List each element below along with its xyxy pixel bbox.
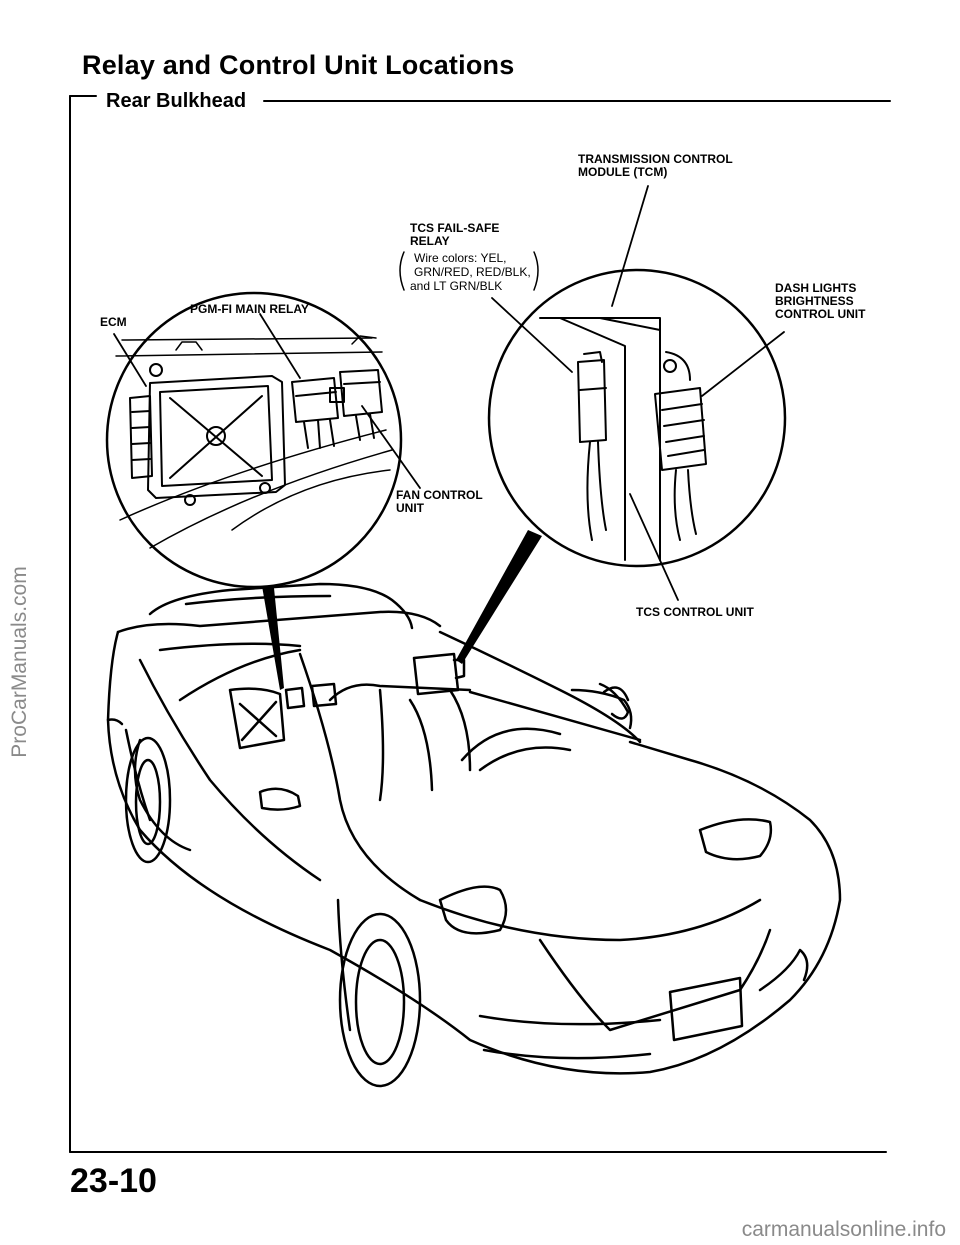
section-heading: Rear Bulkhead (106, 90, 247, 112)
watermark-left-text: ProCarManuals.com (8, 566, 31, 758)
detail-circle-left (105, 291, 403, 589)
tcs-failsafe-relay-label: TCS FAIL-SAFE RELAY (410, 222, 499, 248)
tcm-label-line2: MODULE (TCM) (578, 165, 668, 179)
pgm-fi-main-relay-label: PGM-FI MAIN RELAY (190, 302, 309, 316)
page-number: 23-10 (70, 1162, 157, 1200)
fan-control-unit-relay (329, 369, 383, 441)
callout-wedges (262, 530, 542, 690)
wire-colors-note: Wire colors: YEL, GRN/RED, RED/BLK, and … (410, 251, 531, 293)
watermark-bottom: carmanualsonline.info (741, 1218, 946, 1241)
fan-control-unit-label: FAN CONTROL UNIT (396, 489, 483, 515)
wire-brackets (399, 251, 539, 291)
tcs-failsafe-label-line2: RELAY (410, 234, 450, 248)
dash-label-line3: CONTROL UNIT (775, 307, 866, 321)
dash-label-line2: BRIGHTNESS (775, 294, 854, 308)
detail-circle-right (487, 268, 787, 568)
wire-colors-line1: Wire colors: YEL, (414, 251, 507, 265)
car-outline (106, 582, 842, 1088)
dash-label-line1: DASH LIGHTS (775, 281, 857, 295)
tcm-label-line1: TRANSMISSION CONTROL (578, 152, 733, 166)
page-title: Relay and Control Unit Locations (82, 50, 515, 80)
watermark-left: ProCarManuals.com (0, 0, 40, 1245)
tcs-failsafe-label-line1: TCS FAIL-SAFE (410, 221, 500, 235)
tcs-failsafe-relay (577, 351, 607, 541)
tcs-control-unit-label: TCS CONTROL UNIT (636, 605, 754, 619)
page-frame (69, 95, 891, 1153)
wire-colors-line3: and LT GRN/BLK (410, 279, 503, 293)
fan-label-line2: UNIT (396, 501, 424, 515)
leader-lines (113, 185, 785, 601)
fan-label-line1: FAN CONTROL (396, 488, 483, 502)
dash-lights-label: DASH LIGHTS BRIGHTNESS CONTROL UNIT (775, 282, 865, 321)
dash-brightness-unit (654, 351, 707, 541)
wire-colors-line2: GRN/RED, RED/BLK, (414, 265, 531, 279)
ecm-label: ECM (100, 315, 127, 329)
bulkhead-lines (115, 335, 393, 549)
tcm-label: TRANSMISSION CONTROL MODULE (TCM) (578, 153, 733, 179)
ecm-box (129, 363, 286, 506)
